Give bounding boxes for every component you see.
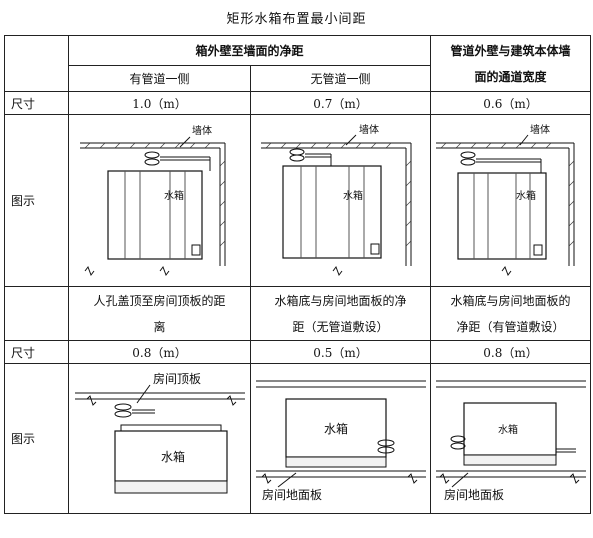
figure-section-2: 房间地面板 水箱: [249, 363, 432, 514]
size-value-2-2: 0.5（m）: [249, 340, 432, 364]
figure-plan-1: 墙体 水箱: [68, 114, 251, 287]
figure-plan-2: 墙体 水箱: [249, 114, 432, 287]
desc-2-line2: 距（无管道敷设）: [292, 319, 389, 334]
desc-3-line1: 水箱底与房间地面板的: [450, 293, 571, 308]
desc-3-line2: 净距（有管道敷设）: [456, 319, 565, 334]
figure-section-3: 房间地面板 水箱: [430, 363, 592, 514]
figure-plan-3: 墙体 水箱: [430, 114, 592, 287]
header-group1: 箱外壁至墙面的净距: [67, 35, 432, 66]
section-diagram-floor-piped: 房间地面板 水箱: [435, 380, 586, 502]
wall-label: 墙体: [359, 123, 379, 136]
tank-label: 水箱: [516, 189, 536, 202]
figure-label-1: 图示: [4, 114, 69, 287]
header-group2-line1: 管道外壁与建筑本体墙: [450, 43, 571, 58]
header-sub2: 无管道一侧: [249, 65, 432, 92]
tank-label: 水箱: [343, 189, 363, 202]
size-value-2-1: 0.8（m）: [68, 340, 251, 364]
size-value-2-3: 0.8（m）: [430, 340, 592, 364]
figure-label-2: 图示: [4, 363, 69, 514]
floor-label: 房间地面板: [262, 487, 322, 502]
desc-1-line2: 离: [153, 319, 166, 334]
desc-1: 人孔盖顶至房间顶板的距 离: [68, 286, 251, 341]
corner-cell: [4, 35, 69, 92]
desc-3: 水箱底与房间地面板的 净距（有管道敷设）: [430, 286, 592, 341]
tank-label: 水箱: [324, 421, 348, 436]
desc-corner: [4, 286, 69, 341]
wall-label: 墙体: [530, 123, 550, 136]
spacing-table: 箱外壁至墙面的净距 管道外壁与建筑本体墙 面的通道宽度 有管道一侧 无管道一侧 …: [4, 35, 592, 514]
plan-diagram-piped: 墙体 水箱: [79, 124, 225, 276]
desc-1-line1: 人孔盖顶至房间顶板的距: [93, 293, 226, 308]
page-title: 矩形水箱布置最小间距: [226, 12, 367, 27]
size-label-1: 尺寸: [4, 91, 69, 115]
header-group2-line2: 面的通道宽度: [474, 69, 547, 84]
size-value-1-2: 0.7（m）: [249, 91, 432, 115]
tank-label: 水箱: [498, 423, 518, 436]
size-value-1-3: 0.6（m）: [430, 91, 592, 115]
plan-diagram-passage: 墙体 水箱: [435, 123, 575, 276]
size-value-1-1: 1.0（m）: [68, 91, 251, 115]
header-sub1: 有管道一侧: [68, 65, 251, 92]
section-diagram-ceiling: 房间顶板 水箱: [74, 371, 245, 493]
ceiling-label: 房间顶板: [153, 371, 201, 386]
header-group2: 管道外壁与建筑本体墙 面的通道宽度: [430, 35, 592, 92]
tank-label: 水箱: [161, 449, 185, 464]
desc-2-line1: 水箱底与房间地面板的净: [274, 293, 407, 308]
plan-diagram-unpiped: 墙体 水箱: [260, 123, 411, 276]
tank-label: 水箱: [164, 189, 184, 202]
size-label-2: 尺寸: [4, 340, 69, 364]
desc-2: 水箱底与房间地面板的净 距（无管道敷设）: [249, 286, 432, 341]
wall-label: 墙体: [192, 124, 212, 137]
figure-section-1: 房间顶板 水箱: [68, 363, 251, 514]
floor-label: 房间地面板: [444, 487, 504, 502]
section-diagram-floor-unpiped: 房间地面板 水箱: [255, 380, 426, 502]
